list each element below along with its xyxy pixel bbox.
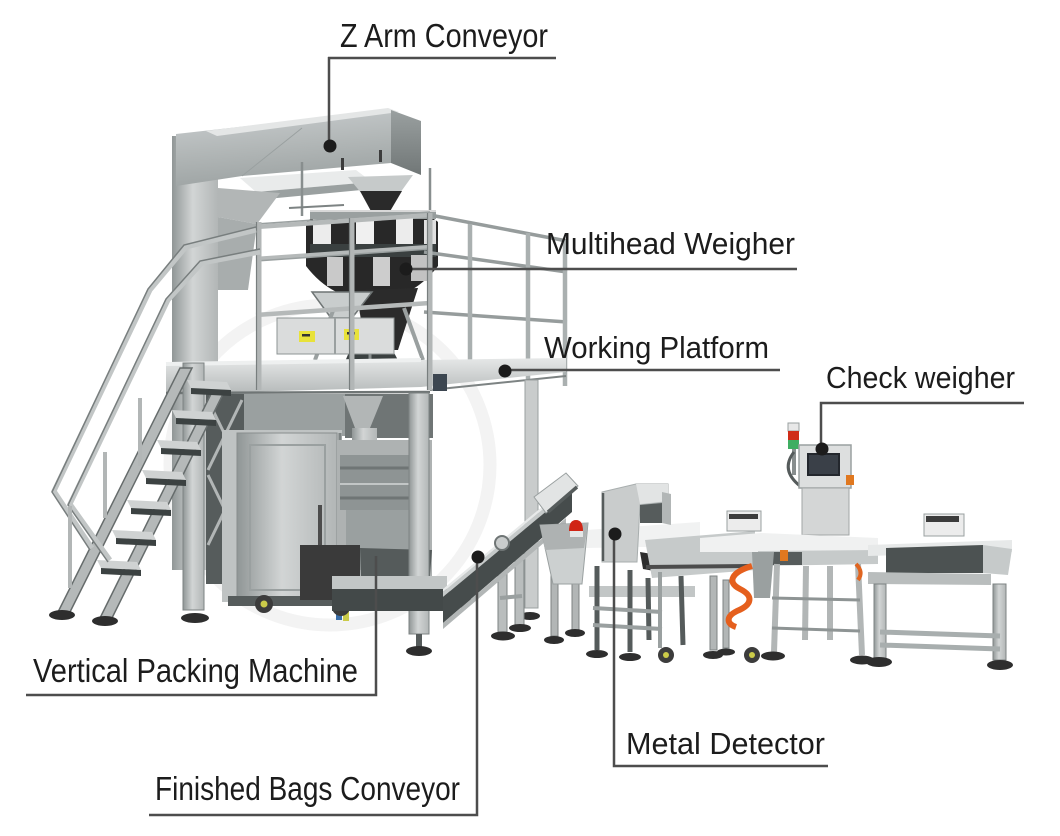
svg-text:Check weigher: Check weigher [826,360,1015,395]
svg-text:Vertical Packing Machine: Vertical Packing Machine [33,652,358,689]
svg-text:Finished Bags Conveyor: Finished Bags Conveyor [155,770,460,807]
svg-text:Multihead Weigher: Multihead Weigher [546,226,795,261]
svg-text:Working Platform: Working Platform [544,330,769,365]
svg-text:Z Arm Conveyor: Z Arm Conveyor [340,17,548,54]
svg-text:Metal Detector: Metal Detector [626,726,825,761]
